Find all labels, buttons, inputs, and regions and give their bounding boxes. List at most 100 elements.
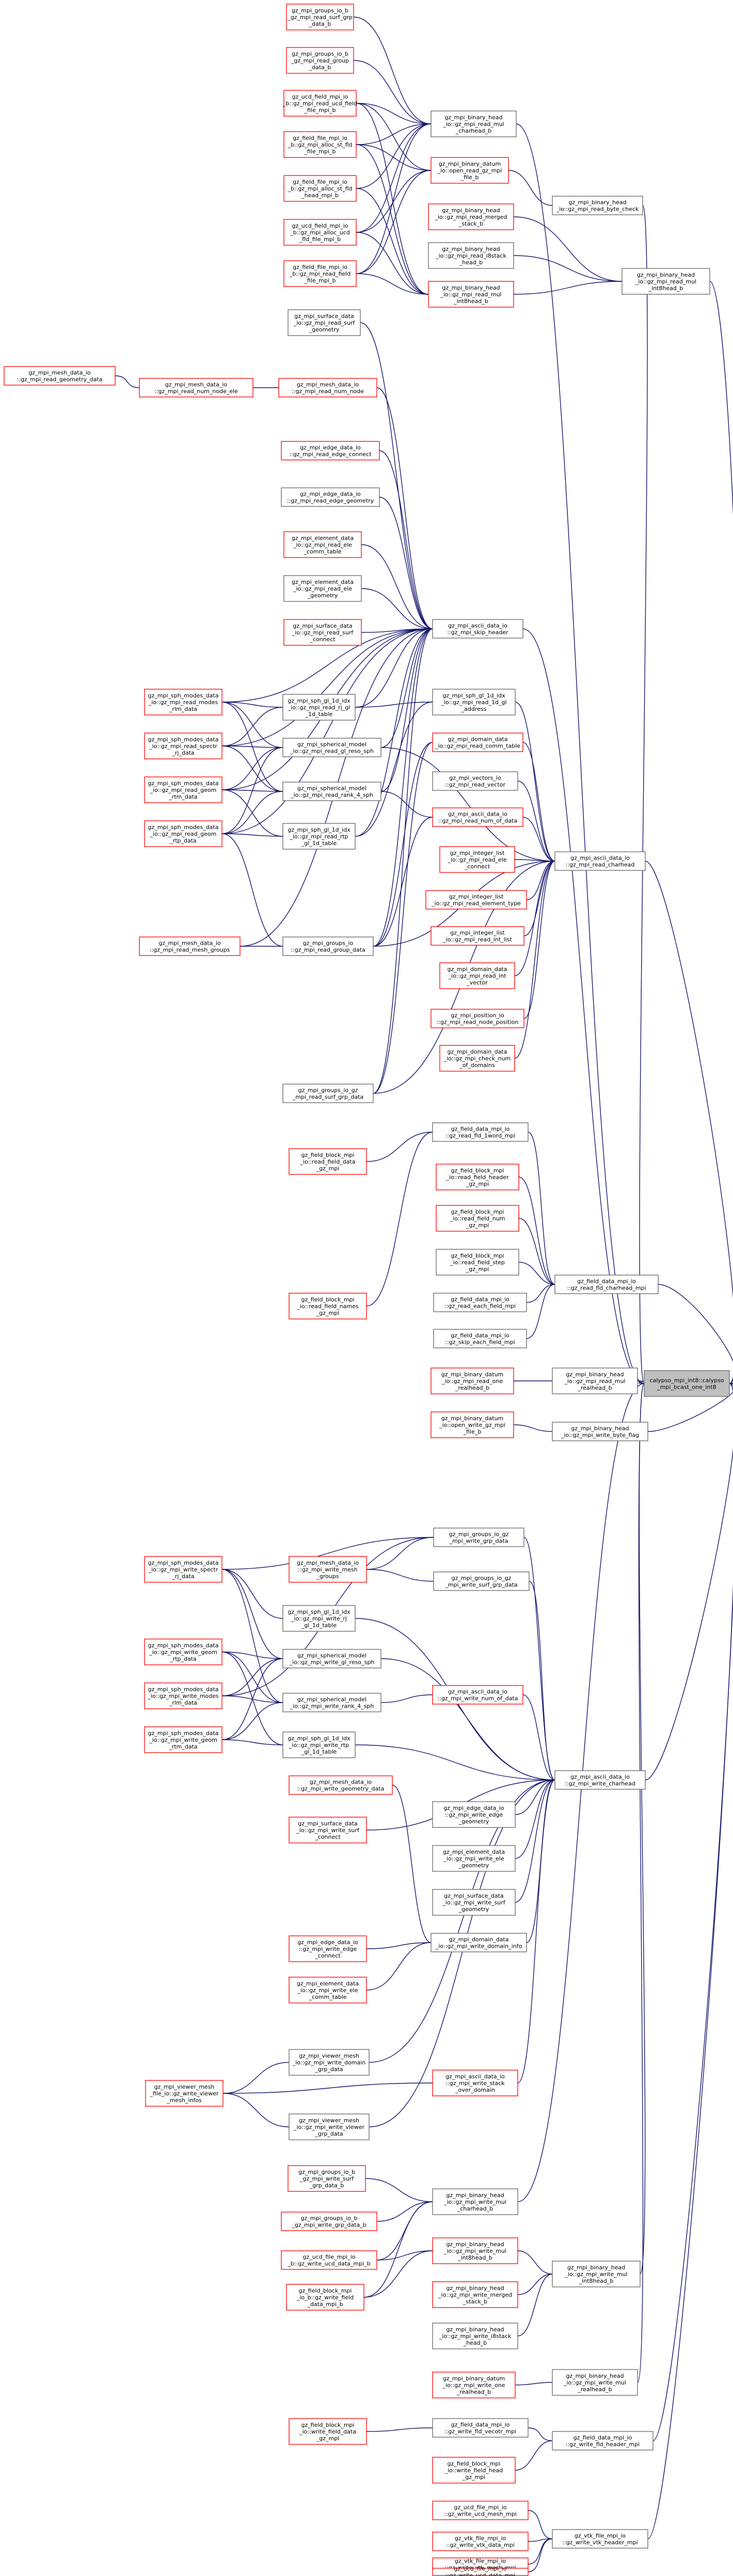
graph-node-n27[interactable]: gz_mpi_sph_modes_data_io::gz_mpi_read_ge… [144, 776, 222, 803]
graph-node-n103[interactable]: gz_vtk_file_mpi_io::gz_write_vtk_header_… [552, 2529, 648, 2549]
graph-node-n13[interactable]: gz_mpi_binary_head_io::gz_mpi_read_byte_… [552, 196, 643, 215]
graph-node-n17[interactable]: gz_mpi_mesh_data_io::gz_mpi_read_num_nod… [139, 378, 253, 397]
graph-node-n60[interactable]: calypso_mpi_int8::calypso_mpi_bcast_one_… [644, 1370, 730, 1397]
graph-node-n30[interactable]: gz_mpi_spherical_model_io::gz_mpi_read_g… [282, 738, 381, 757]
graph-node-n24[interactable]: gz_mpi_ascii_data_io::gz_mpi_skip_header [432, 619, 523, 639]
graph-node-n101[interactable]: gz_ucd_file_mpi_io::gz_write_ucd_mesh_mp… [432, 2501, 529, 2520]
graph-node-n93[interactable]: gz_mpi_binary_head_io::gz_mpi_write_i8st… [432, 2323, 518, 2349]
graph-node-n03[interactable]: gz_ucd_field_mpi_io_b::gz_mpi_read_ucd_f… [282, 90, 357, 117]
graph-node-n34[interactable]: gz_mpi_domain_data_io::gz_mpi_read_comm_… [432, 733, 523, 752]
graph-node-n61[interactable]: gz_mpi_groups_io_gz_mpi_write_grp_data [433, 1528, 524, 1547]
graph-node-n39[interactable]: gz_mpi_integer_list_io::gz_mpi_read_int_… [431, 926, 524, 946]
graph-node-n38[interactable]: gz_mpi_integer_list_io::gz_mpi_read_elem… [425, 890, 527, 910]
graph-node-n14[interactable]: gz_mpi_binary_head_io::gz_mpi_read_mul_i… [622, 268, 710, 295]
graph-node-n70[interactable]: gz_mpi_spherical_model_io::gz_mpi_write_… [282, 1693, 381, 1712]
graph-node-n68[interactable]: gz_mpi_sph_modes_data_io::gz_mpi_write_m… [144, 1682, 222, 1709]
graph-node-n85[interactable]: gz_mpi_viewer_mesh_io::gz_mpi_write_view… [289, 2113, 370, 2140]
graph-node-n79[interactable]: gz_mpi_edge_data_io::gz_mpi_write_edge_c… [289, 1935, 367, 1962]
graph-node-n92[interactable]: gz_mpi_binary_head_io::gz_mpi_write_merg… [432, 2281, 518, 2308]
graph-node-n88[interactable]: gz_ucd_file_mpi_io_b::gz_write_ucd_data_… [281, 2250, 377, 2270]
graph-node-n83[interactable]: gz_mpi_viewer_mesh_io::gz_mpi_write_doma… [289, 2049, 370, 2076]
graph-node-n82[interactable]: gz_mpi_viewer_mesh_file_io::gz_write_vie… [145, 2080, 224, 2107]
graph-node-n80[interactable]: gz_mpi_domain_data_io::gz_mpi_write_doma… [431, 1933, 527, 1952]
graph-node-n07[interactable]: gz_field_file_mpi_io_b::gz_mpi_read_fiel… [283, 260, 357, 287]
graph-node-n28[interactable]: gz_mpi_sph_modes_data_io::gz_mpi_read_ge… [144, 820, 222, 847]
graph-node-n43[interactable]: gz_mpi_ascii_data_io::gz_mpi_read_charhe… [554, 851, 646, 871]
graph-node-n72[interactable]: gz_mpi_ascii_data_io::gz_mpi_write_num_o… [432, 1685, 523, 1705]
graph-node-n49[interactable]: gz_field_block_mpi_io::read_field_header… [436, 1164, 519, 1190]
graph-node-n51[interactable]: gz_field_block_mpi_io::read_field_step_g… [436, 1249, 519, 1276]
graph-node-n84[interactable]: gz_mpi_ascii_data_io::gz_mpi_write_stack… [432, 2070, 518, 2096]
graph-node-n66[interactable]: gz_mpi_spherical_model_io::gz_mpi_write_… [282, 1649, 381, 1668]
graph-node-n11[interactable]: gz_mpi_binary_head_io::gz_mpi_read_i8sta… [428, 242, 514, 269]
graph-node-n78[interactable]: gz_mpi_ascii_data_io::gz_mpi_write_charh… [554, 1770, 646, 1790]
graph-node-n69[interactable]: gz_mpi_sph_modes_data_io::gz_mpi_write_g… [144, 1726, 222, 1753]
graph-node-n62[interactable]: gz_mpi_mesh_data_io::gz_mpi_write_mesh_g… [289, 1556, 367, 1583]
graph-node-n52[interactable]: gz_field_block_mpi_io::read_field_names_… [289, 1293, 367, 1319]
graph-node-n59[interactable]: gz_mpi_binary_head_io::gz_mpi_write_byte… [552, 1422, 648, 1441]
graph-node-n99[interactable]: gz_field_block_mpi_io::write_field_head_… [432, 2457, 516, 2484]
graph-node-n97[interactable]: gz_field_block_mpi_io::write_field_data_… [289, 2418, 367, 2445]
graph-node-n44[interactable]: gz_mpi_mesh_data_io::gz_mpi_read_mesh_gr… [139, 936, 241, 956]
graph-node-n42[interactable]: gz_mpi_domain_data_io::gz_mpi_check_num_… [439, 1045, 515, 1072]
graph-node-n71[interactable]: gz_mpi_sph_gl_1d_idx_io::gz_mpi_write_rt… [282, 1731, 356, 1758]
graph-node-n23[interactable]: gz_mpi_surface_data_io::gz_mpi_read_surf… [283, 619, 362, 646]
graph-node-n06[interactable]: gz_ucd_field_mpi_io_b::gz_mpi_alloc_ucd_… [283, 219, 357, 246]
graph-node-n77[interactable]: gz_mpi_surface_data_io::gz_mpi_write_sur… [432, 1889, 516, 1916]
graph-node-n12[interactable]: gz_mpi_binary_head_io::gz_mpi_read_mul_i… [428, 281, 514, 308]
graph-node-n10[interactable]: gz_mpi_binary_head_io::gz_mpi_read_merge… [428, 203, 514, 230]
graph-node-n19[interactable]: gz_mpi_edge_data_io::gz_mpi_read_edge_co… [281, 441, 380, 460]
graph-node-n100[interactable]: gz_field_data_mpi_io::gz_write_fld_heade… [552, 2431, 654, 2451]
graph-node-n33[interactable]: gz_mpi_sph_gl_1d_idx_io::gz_mpi_read_1d_… [432, 689, 516, 715]
graph-node-n05[interactable]: gz_field_file_mpi_io_b::gz_mpi_alloc_st_… [283, 175, 357, 202]
graph-node-n94[interactable]: gz_mpi_binary_head_io::gz_mpi_write_mul_… [552, 2261, 641, 2287]
graph-node-n53[interactable]: gz_field_data_mpi_io::gz_read_each_field… [433, 1293, 527, 1312]
graph-node-n48[interactable]: gz_field_block_mpi_io::read_field_data_g… [289, 1148, 367, 1175]
graph-node-n46[interactable]: gz_mpi_groups_io_gz_mpi_read_surf_grp_da… [282, 1084, 374, 1103]
graph-node-n37[interactable]: gz_mpi_integer_list_io::gz_mpi_read_ele_… [439, 846, 515, 873]
graph-node-n08[interactable]: gz_mpi_binary_head_io::gz_mpi_read_mul_c… [431, 110, 517, 137]
graph-node-n65[interactable]: gz_mpi_sph_gl_1d_idx_io::gz_mpi_write_rj… [282, 1605, 356, 1632]
graph-node-n63[interactable]: gz_mpi_groups_io_gz_mpi_write_surf_grp_d… [433, 1571, 530, 1591]
graph-node-n50[interactable]: gz_field_block_mpi_io::read_field_num_gz… [436, 1205, 519, 1232]
graph-node-n76[interactable]: gz_mpi_element_data_io::gz_mpi_write_ele… [432, 1845, 516, 1872]
graph-node-n86[interactable]: gz_mpi_groups_io_b_gz_mpi_write_surf_grp… [288, 2165, 366, 2192]
graph-node-n01[interactable]: gz_mpi_groups_io_b_gz_mpi_read_surf_grp_… [286, 4, 354, 30]
graph-node-n102[interactable]: gz_vtk_file_mpi_io::gz_write_vtk_data_mp… [432, 2532, 529, 2551]
graph-node-n26[interactable]: gz_mpi_sph_modes_data_io::gz_mpi_read_sp… [144, 733, 222, 759]
graph-node-n95[interactable]: gz_mpi_binary_datum_io::gz_mpi_write_one… [432, 2372, 516, 2398]
graph-node-n16[interactable]: gz_mpi_mesh_data_io::gz_mpi_read_geometr… [4, 366, 116, 386]
graph-node-n64[interactable]: gz_mpi_sph_modes_data_io::gz_mpi_write_s… [144, 1556, 222, 1583]
graph-node-n25[interactable]: gz_mpi_sph_modes_data_io::gz_mpi_read_mo… [144, 689, 222, 715]
graph-node-n96[interactable]: gz_mpi_binary_head_io::gz_mpi_write_mul_… [552, 2369, 638, 2396]
graph-node-n09[interactable]: gz_mpi_binary_datum_io::open_read_gz_mpi… [431, 157, 509, 184]
graph-node-n89[interactable]: gz_field_block_mpi_io_b::gz_write_field_… [286, 2284, 364, 2311]
graph-node-n91[interactable]: gz_mpi_binary_head_io::gz_mpi_write_mul_… [432, 2237, 518, 2264]
graph-node-n04[interactable]: gz_field_file_mpi_io_b::gz_mpi_alloc_st_… [283, 131, 357, 158]
graph-node-n58[interactable]: gz_mpi_binary_datum_io::open_write_gz_mp… [431, 1411, 514, 1438]
graph-node-n45[interactable]: gz_mpi_groups_io::gz_mpi_read_group_data [282, 936, 374, 956]
graph-node-n21[interactable]: gz_mpi_element_data_io::gz_mpi_read_ele_… [283, 531, 362, 558]
graph-node-n74[interactable]: gz_mpi_surface_data_io::gz_mpi_write_sur… [289, 1817, 367, 1843]
graph-node-n98[interactable]: gz_field_data_mpi_io::gz_write_fld_vecot… [432, 2418, 529, 2438]
graph-node-n54[interactable]: gz_field_data_mpi_io::gz_skip_each_field… [433, 1329, 527, 1348]
graph-node-n57[interactable]: gz_mpi_binary_head_io::gz_mpi_read_mul_r… [552, 1367, 638, 1394]
graph-node-n18[interactable]: gz_mpi_mesh_data_io::gz_mpi_read_num_nod… [278, 378, 377, 397]
graph-node-n87[interactable]: gz_mpi_groups_io_b_gz_mpi_write_grp_data… [281, 2212, 377, 2231]
graph-node-n81[interactable]: gz_mpi_element_data_io::gz_mpi_write_ele… [289, 1977, 367, 2003]
graph-node-n22[interactable]: gz_mpi_element_data_io::gz_mpi_read_ele_… [283, 575, 362, 602]
graph-node-n105[interactable]: gz_ucd_file_mpi_io::gz_write_ucd_data_mp… [432, 2566, 529, 2576]
graph-node-n02[interactable]: gz_mpi_groups_io_b_gz_mpi_read_group_dat… [286, 47, 354, 74]
graph-node-n35[interactable]: gz_mpi_vectors_io::gz_mpi_read_vector [432, 771, 518, 791]
graph-node-n31[interactable]: gz_mpi_spherical_model_io::gz_mpi_read_r… [282, 782, 381, 801]
graph-node-n73[interactable]: gz_mpi_mesh_data_io::gz_mpi_write_geomet… [289, 1775, 393, 1795]
graph-node-n36[interactable]: gz_mpi_ascii_data_io::gz_mpi_read_num_of… [432, 807, 523, 827]
graph-node-n29[interactable]: gz_mpi_sph_gl_1d_idx_io::gz_mpi_read_rj_… [282, 694, 356, 721]
graph-node-n67[interactable]: gz_mpi_sph_modes_data_io::gz_mpi_write_g… [144, 1639, 222, 1665]
graph-node-n90[interactable]: gz_mpi_binary_head_io::gz_mpi_write_mul_… [432, 2188, 518, 2215]
graph-node-n40[interactable]: gz_mpi_domain_data_io::gz_mpi_read_int_v… [439, 962, 515, 989]
graph-node-n15[interactable]: gz_mpi_surface_data_io::gz_mpi_read_surf… [288, 309, 361, 336]
graph-node-n75[interactable]: gz_mpi_edge_data_io::gz_mpi_write_edge_g… [432, 1801, 516, 1828]
graph-node-n41[interactable]: gz_mpi_position_io::gz_mpi_read_node_pos… [431, 1009, 524, 1028]
graph-node-n56[interactable]: gz_mpi_binary_datum_io::gz_mpi_read_one_… [431, 1367, 514, 1394]
